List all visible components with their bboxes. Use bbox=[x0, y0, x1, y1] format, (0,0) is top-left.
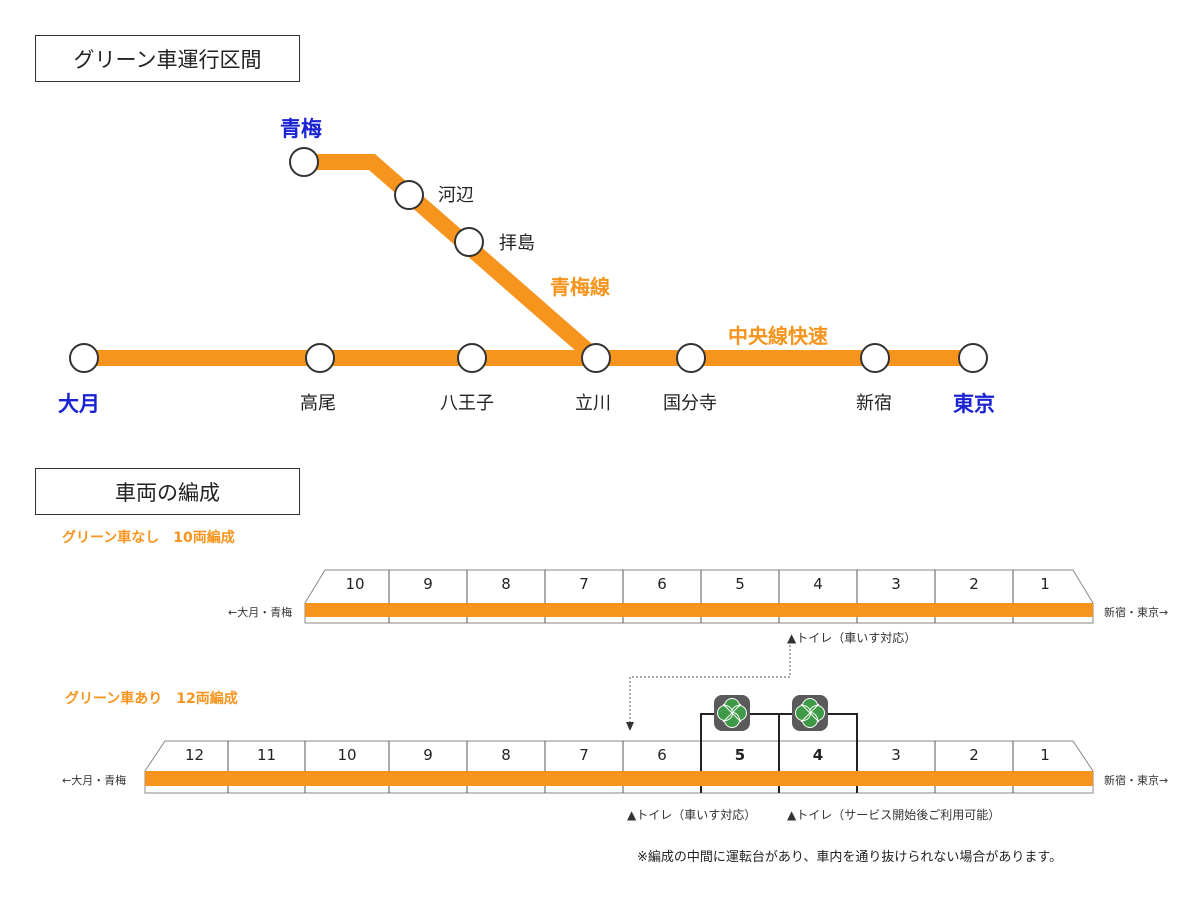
station-circle-icon bbox=[581, 343, 611, 373]
footnote: ※編成の中間に運転台があり、車内を通り抜けられない場合があります。 bbox=[637, 850, 1063, 865]
formation-12-toilet-note-2: ▲トイレ（サービス開始後ご利用可能） bbox=[787, 808, 1001, 822]
line-label-chuo-rapid: 中央線快速 bbox=[728, 324, 828, 348]
station-circle-icon bbox=[676, 343, 706, 373]
formation-12-label: グリーン車あり 12両編成 bbox=[65, 691, 238, 707]
section-title-formation: 車両の編成 bbox=[35, 468, 300, 515]
formation-10-direction-right: 新宿・東京→ bbox=[1104, 606, 1169, 619]
formation-10-label: グリーン車なし 10両編成 bbox=[62, 530, 235, 546]
station-label-takao: 高尾 bbox=[300, 393, 336, 414]
formation-12-direction-right: 新宿・東京→ bbox=[1104, 774, 1169, 787]
station-circle-icon bbox=[289, 147, 319, 177]
formation-12-direction-left: ←大月・青梅 bbox=[62, 774, 127, 787]
station-circle-icon bbox=[394, 180, 424, 210]
station-label-otsuki: 大月 bbox=[58, 392, 100, 416]
station-label-kokubunji: 国分寺 bbox=[663, 393, 717, 414]
route-map bbox=[69, 147, 988, 373]
station-label-haijima: 拝島 bbox=[499, 233, 535, 254]
station-label-hachioji: 八王子 bbox=[440, 393, 494, 414]
station-circle-icon bbox=[860, 343, 890, 373]
line-label-ome: 青梅線 bbox=[550, 275, 610, 299]
station-label-kabe: 河辺 bbox=[438, 185, 474, 206]
station-circle-icon bbox=[69, 343, 99, 373]
station-circle-icon bbox=[305, 343, 335, 373]
station-circle-icon bbox=[457, 343, 487, 373]
station-label-tachikawa: 立川 bbox=[575, 393, 611, 414]
formation-10-toilet-note: ▲トイレ（車いす対応） bbox=[787, 631, 917, 645]
formation-10-direction-left: ←大月・青梅 bbox=[228, 606, 293, 619]
station-label-ome: 青梅 bbox=[280, 117, 322, 141]
ome-line-track bbox=[304, 154, 602, 365]
section-title-green-car-route: グリーン車運行区間 bbox=[35, 35, 300, 82]
formation-12-toilet-note-1: ▲トイレ（車いす対応） bbox=[627, 808, 757, 822]
station-label-shinjuku: 新宿 bbox=[856, 393, 892, 414]
station-circle-icon bbox=[454, 227, 484, 257]
station-circle-icon bbox=[958, 343, 988, 373]
station-label-tokyo: 東京 bbox=[953, 392, 995, 416]
